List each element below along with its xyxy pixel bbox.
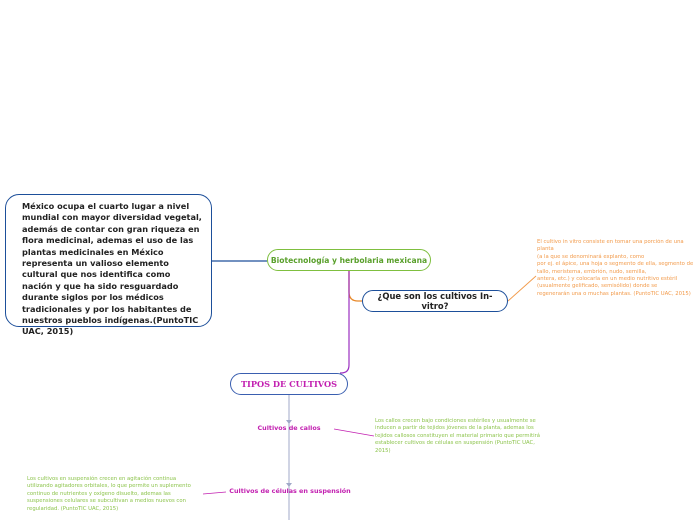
connector-central-invitro	[348, 271, 362, 302]
cultivos-callos-node[interactable]: Cultivos de callos	[257, 424, 321, 432]
connector-invitro-answer	[507, 275, 537, 302]
tipos-cultivos-label: TIPOS DE CULTIVOS	[240, 379, 338, 389]
central-topic-label: Biotecnología y herbolaria mexicana	[270, 255, 428, 265]
tipos-cultivos-node[interactable]: TIPOS DE CULTIVOS	[230, 373, 348, 395]
central-topic-node[interactable]: Biotecnología y herbolaria mexicana	[267, 249, 431, 271]
connector-central-tipos	[340, 271, 350, 374]
invitro-question-node[interactable]: ¿Que son los cultivos In- vitro?	[362, 290, 508, 312]
celulas-description-text[interactable]: Los cultivos en suspensión crecen en agi…	[27, 476, 191, 512]
invitro-question-label: ¿Que son los cultivos In- vitro?	[377, 291, 493, 311]
connector-callos-text	[333, 428, 375, 437]
arrow-celulas	[286, 483, 292, 487]
connector-celulas-text	[202, 491, 227, 495]
invitro-answer-text[interactable]: El cultivo in vitro consiste en tomar un…	[537, 239, 694, 297]
main-text-node[interactable]: México ocupa el cuarto lugar a nivel mun…	[5, 194, 212, 336]
arrow-callos	[286, 420, 292, 424]
callos-description-text[interactable]: Los callos crecen bajo condiciones estér…	[375, 418, 540, 454]
cultivos-celulas-node[interactable]: Cultivos de células en suspensión	[229, 487, 351, 495]
main-text: México ocupa el cuarto lugar a nivel mun…	[22, 201, 202, 337]
